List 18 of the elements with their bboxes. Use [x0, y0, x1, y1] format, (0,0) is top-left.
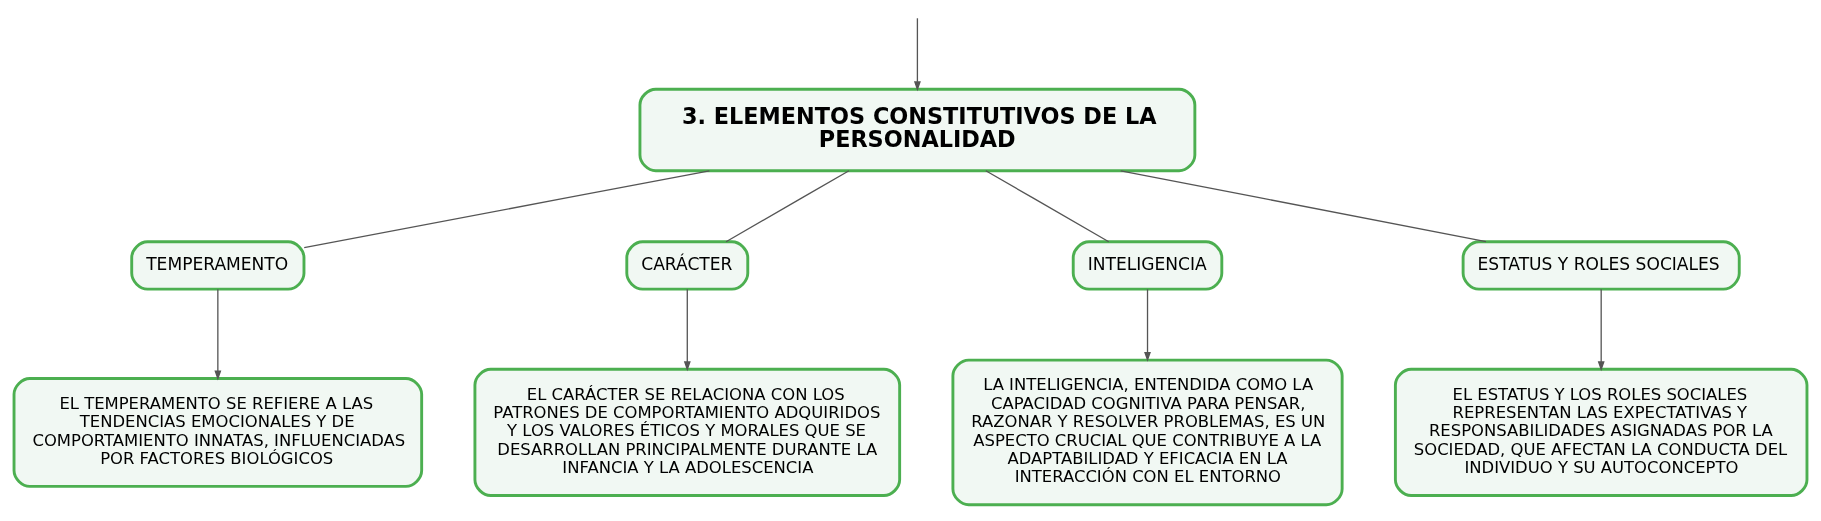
- node-box: EL TEMPERAMENTO SE REFIERE A LAS TENDENCIAS EMOCIONALES Y DE COMPORTAMIENTO INNATAS, INFLUENCIADAS POR FACTORES BIOLÓGICOS: [12, 376, 424, 488]
- node-box: CARÁCTER: [625, 239, 750, 291]
- node-box: 3. ELEMENTOS CONSTITUTIVOS DE LA PERSONALIDAD: [638, 87, 1197, 172]
- arrow: [1597, 288, 1605, 371]
- arrow: [214, 288, 222, 380]
- connector: [725, 169, 850, 242]
- node-box: LA INTELIGENCIA, ENTENDIDA COMO LA CAPACIDAD COGNITIVA PARA PENSAR, RAZONAR Y RESOLVER PROBLEMAS, ES UN ASPECTO CRUCIAL QUE CONTRIBUYE A LA ADAPTABILIDAD Y EFICACIA EN LA INTERACCIÓN CON EL ENTORNO: [951, 358, 1344, 506]
- node-box: TEMPERAMENTO: [130, 239, 306, 291]
- arrow: [913, 17, 921, 91]
- node-box: ESTATUS Y ROLES SOCIALES: [1461, 239, 1741, 291]
- node-box: EL CARÁCTER SE RELACIONA CON LOS PATRONES DE COMPORTAMIENTO ADQUIRIDOS Y LOS VALORES ÉTICOS Y MORALES QUE SE DESARROLLAN PRINCIPALMENTE DURANTE LA INFANCIA Y LA ADOLESCENCIA: [473, 367, 902, 497]
- connector: [1120, 169, 1487, 242]
- node-box: INTELIGENCIA: [1071, 239, 1224, 291]
- connector: [303, 169, 711, 248]
- connector: [985, 169, 1110, 242]
- arrow: [683, 288, 691, 371]
- arrow: [1144, 288, 1151, 362]
- node-box: EL ESTATUS Y LOS ROLES SOCIALES REPRESENTAN LAS EXPECTATIVAS Y RESPONSABILIDADES ASIGNADAS POR LA SOCIEDAD, QUE AFECTAN LA CONDUCTA DEL INDIVIDUO Y SU AUTOCONCEPTO: [1393, 367, 1809, 497]
